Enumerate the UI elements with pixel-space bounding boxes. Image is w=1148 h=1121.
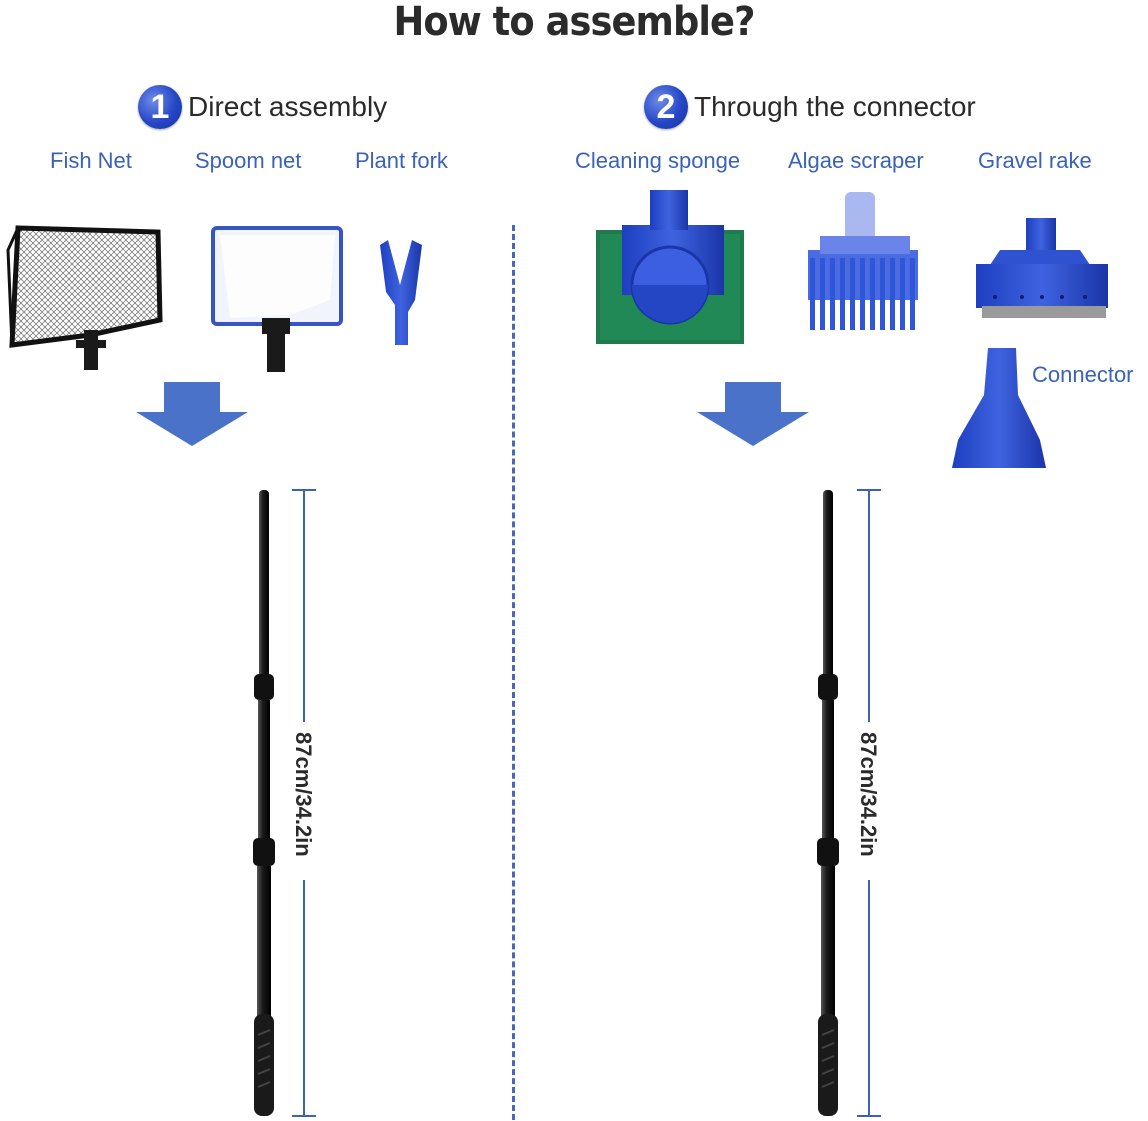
label-spoom-net: Spoom net (195, 148, 302, 173)
label-connector: Connector (1032, 362, 1134, 387)
step-1-heading: 1 Direct assembly (138, 85, 387, 129)
telescopic-pole-image (253, 490, 275, 1116)
label-fish-net: Fish Net (50, 148, 132, 173)
page-title: How to assemble? (393, 0, 755, 45)
step-1-number: 1 (138, 85, 182, 129)
pole-length-label: 87cm/34.2in (856, 732, 881, 857)
label-algae-scraper: Algae scraper (788, 148, 924, 173)
step-1-label: Direct assembly (188, 91, 388, 122)
algae-scraper-image (808, 192, 918, 330)
step-2-heading: 2 Through the connector (644, 85, 976, 129)
section-divider (512, 225, 515, 1120)
connector-image (952, 348, 1046, 468)
down-arrow-icon (697, 382, 809, 446)
step-2-label: Through the connector (694, 91, 976, 122)
dimension-line (292, 489, 316, 1117)
label-gravel-rake: Gravel rake (978, 148, 1092, 173)
cleaning-sponge-image (596, 190, 744, 344)
label-cleaning-sponge: Cleaning sponge (575, 148, 741, 173)
spoom-net-image (211, 226, 343, 372)
label-plant-fork: Plant fork (355, 148, 448, 173)
gravel-rake-image (976, 218, 1108, 318)
plant-fork-image (380, 240, 422, 345)
down-arrow-icon (136, 382, 248, 446)
step-2-number: 2 (644, 85, 688, 129)
telescopic-pole-image (817, 490, 839, 1116)
pole-length-label: 87cm/34.2in (291, 732, 316, 857)
fish-net-image (6, 225, 163, 370)
dimension-line (857, 489, 881, 1117)
